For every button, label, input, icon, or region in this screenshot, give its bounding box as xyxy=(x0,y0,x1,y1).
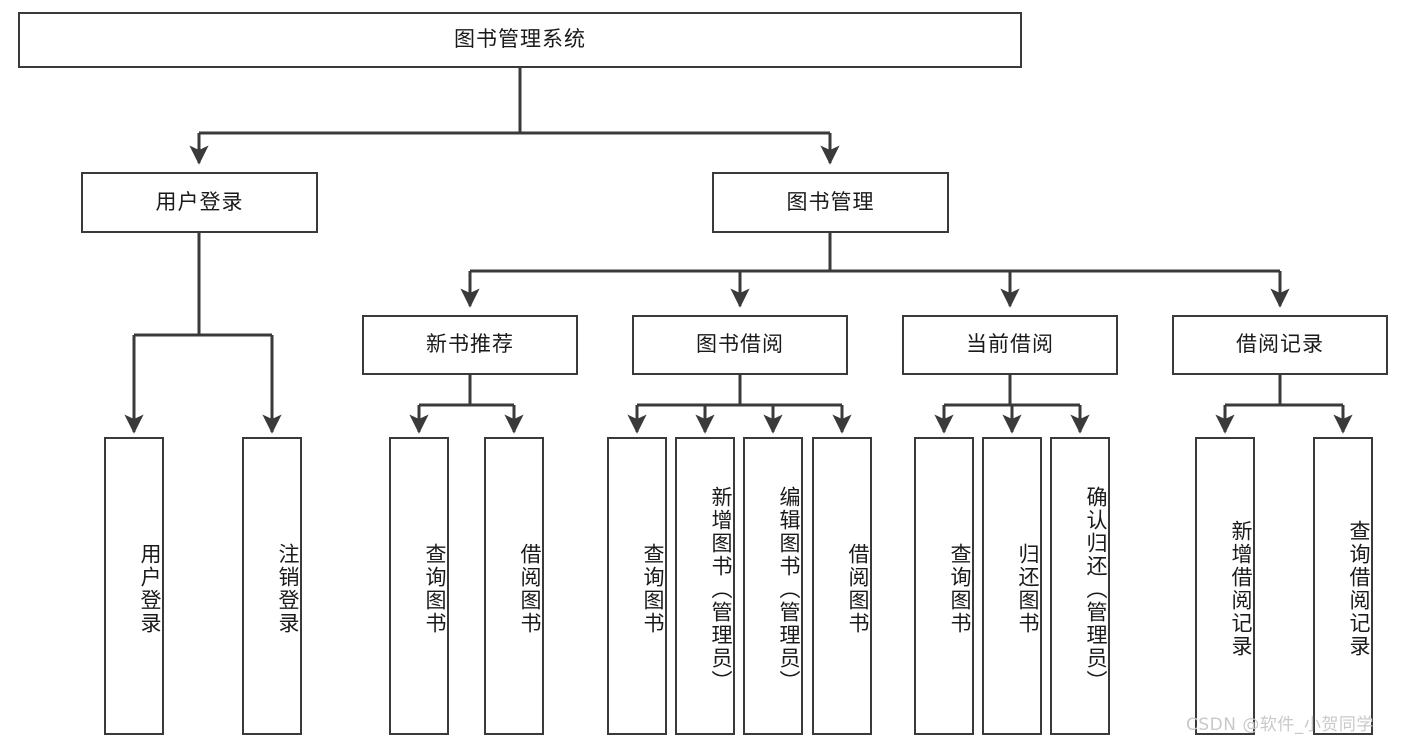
node-book-borrow[interactable]: 图书借阅 xyxy=(632,315,848,375)
node-label: 借阅图书 xyxy=(846,543,870,635)
node-label: 用户登录 xyxy=(138,543,162,635)
node-label: 编辑图书（管理员） xyxy=(777,485,801,693)
node-current-borrow[interactable]: 当前借阅 xyxy=(902,315,1118,375)
node-book-manage[interactable]: 图书管理 xyxy=(712,172,949,233)
node-label: 查询图书 xyxy=(423,543,447,635)
csdn-watermark: CSDN @软件_小贺同学 xyxy=(1186,715,1374,735)
node-label: 借阅记录 xyxy=(1236,332,1324,357)
node-label: 注销登录 xyxy=(276,543,300,635)
node-leaf-add-book[interactable]: 新增图书（管理员） xyxy=(675,437,735,735)
node-label: 借阅图书 xyxy=(518,543,542,635)
node-label: 查询借阅记录 xyxy=(1347,520,1371,658)
node-leaf-user-login[interactable]: 用户登录 xyxy=(104,437,164,735)
node-user-login[interactable]: 用户登录 xyxy=(81,172,318,233)
node-label: 新增图书（管理员） xyxy=(709,485,733,693)
node-borrow-record[interactable]: 借阅记录 xyxy=(1172,315,1388,375)
node-label: 用户登录 xyxy=(155,189,244,214)
node-label: 图书管理系统 xyxy=(454,27,586,52)
node-leaf-borrow-book[interactable]: 借阅图书 xyxy=(812,437,872,735)
node-leaf-confirm-return[interactable]: 确认归还（管理员） xyxy=(1050,437,1110,735)
node-leaf-query-book-recommend[interactable]: 查询图书 xyxy=(389,437,449,735)
node-label: 查询图书 xyxy=(641,543,665,635)
node-leaf-edit-book[interactable]: 编辑图书（管理员） xyxy=(743,437,803,735)
node-label: 查询图书 xyxy=(948,543,972,635)
node-label: 图书借阅 xyxy=(696,332,784,357)
node-leaf-query-borrow-record[interactable]: 查询借阅记录 xyxy=(1313,437,1373,735)
node-leaf-borrow-book-recommend[interactable]: 借阅图书 xyxy=(484,437,544,735)
node-leaf-query-book-current[interactable]: 查询图书 xyxy=(914,437,974,735)
node-leaf-add-borrow-record[interactable]: 新增借阅记录 xyxy=(1195,437,1255,735)
node-label: 新增借阅记录 xyxy=(1229,520,1253,658)
node-leaf-return-book[interactable]: 归还图书 xyxy=(982,437,1042,735)
node-label: 新书推荐 xyxy=(426,332,514,357)
node-new-book-recommend[interactable]: 新书推荐 xyxy=(362,315,578,375)
node-leaf-user-logout[interactable]: 注销登录 xyxy=(242,437,302,735)
node-label: 确认归还（管理员） xyxy=(1084,485,1108,693)
node-leaf-query-book-borrow[interactable]: 查询图书 xyxy=(607,437,667,735)
node-label: 归还图书 xyxy=(1016,543,1040,635)
node-label: 当前借阅 xyxy=(966,332,1054,357)
node-root-book-management-system[interactable]: 图书管理系统 xyxy=(18,12,1022,68)
node-label: 图书管理 xyxy=(786,189,875,214)
